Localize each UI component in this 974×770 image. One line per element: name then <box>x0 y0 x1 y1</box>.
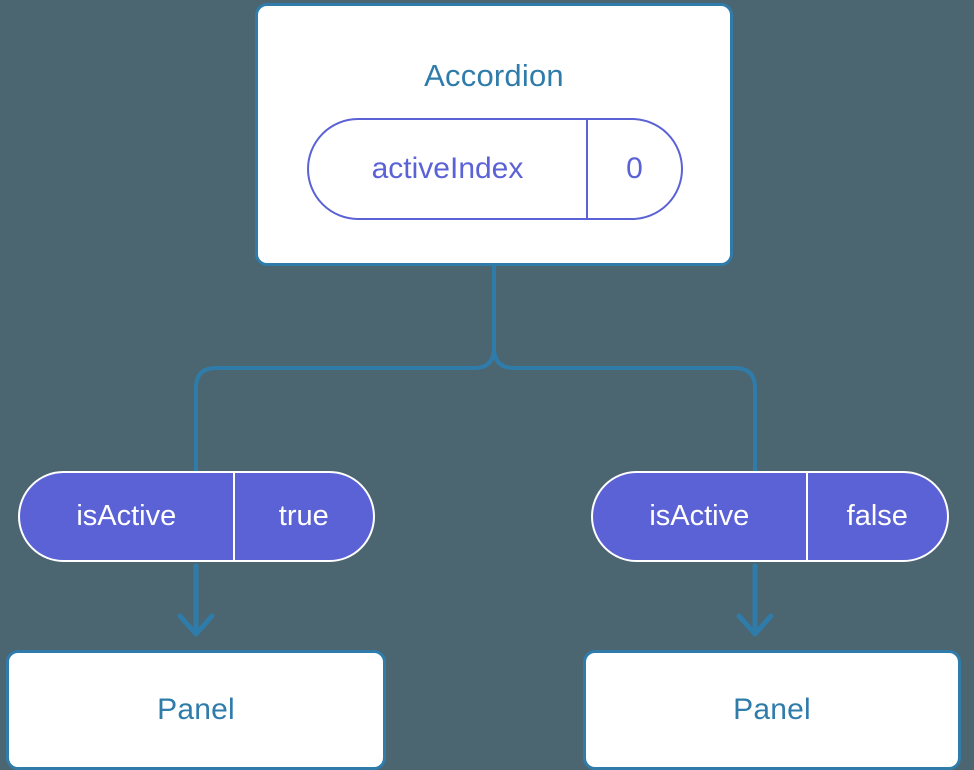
accordion-state-value: 0 <box>586 120 681 218</box>
accordion-state-pill[interactable]: activeIndex 0 <box>307 118 683 220</box>
left-panel-component[interactable]: Panel <box>6 650 386 770</box>
right-branch-state-key: isActive <box>649 500 750 532</box>
left-branch-state-key: isActive <box>76 500 177 532</box>
right-panel-title: Panel <box>733 693 811 726</box>
right-panel-component[interactable]: Panel <box>583 650 961 770</box>
right-branch-state-value: false <box>805 473 947 560</box>
accordion-title: Accordion <box>424 58 564 93</box>
left-branch-state-pill[interactable]: isActive true <box>18 471 375 562</box>
accordion-state-key: activeIndex <box>371 152 524 185</box>
left-panel-title: Panel <box>157 693 235 726</box>
left-branch-state-value: true <box>232 473 373 560</box>
tree-connector-path <box>194 264 496 473</box>
right-arrow-icon <box>736 563 774 637</box>
right-branch-state-pill[interactable]: isActive false <box>591 471 949 562</box>
left-arrow-icon <box>177 563 215 637</box>
tree-connector-path-right <box>492 346 757 473</box>
